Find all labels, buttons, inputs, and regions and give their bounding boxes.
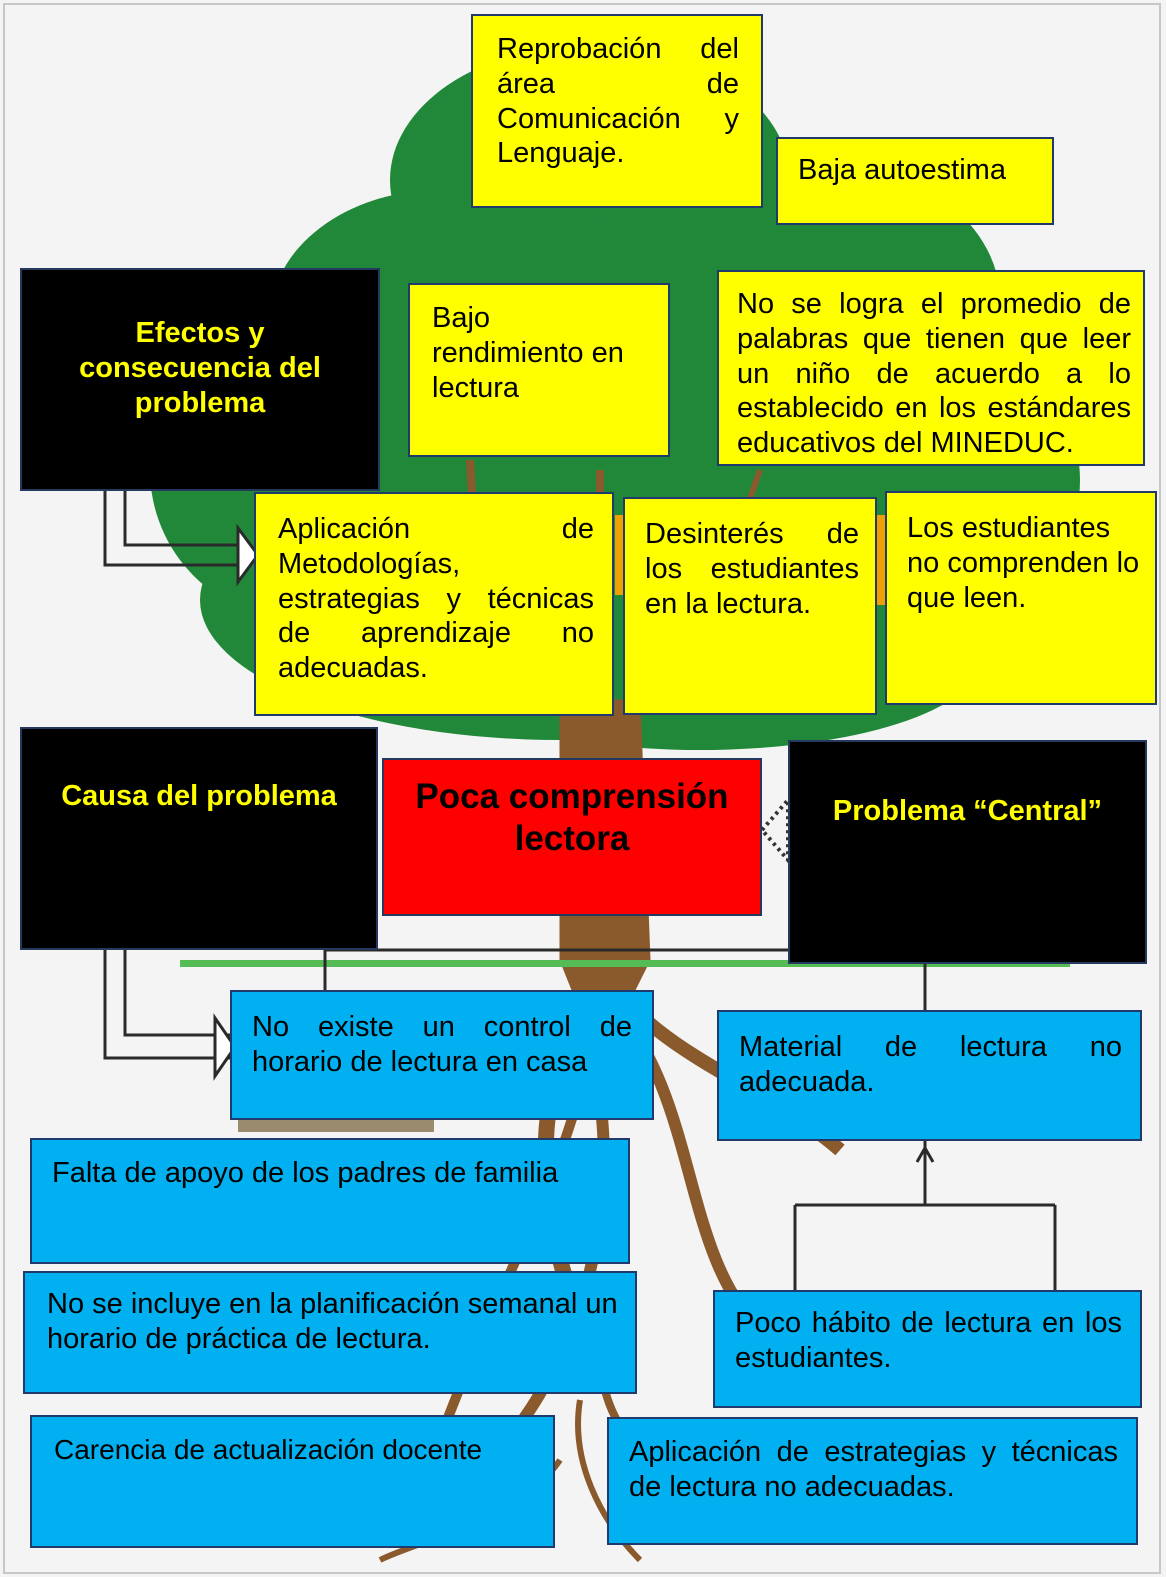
root-box-material: Material de lectura no adecuada. bbox=[717, 1010, 1142, 1141]
root-box-habito: Poco hábito de lectura en los estudiante… bbox=[713, 1290, 1142, 1408]
shadow-bar bbox=[238, 1118, 434, 1132]
cause-box-metodologias: Aplicación de Metodologías, estrategias … bbox=[254, 492, 614, 716]
label-problema-central: Problema “Central” bbox=[788, 740, 1147, 964]
orange-accent bbox=[615, 515, 624, 595]
root-box-control-horario: No existe un control de horario de lectu… bbox=[230, 990, 654, 1120]
root-box-actualizacion: Carencia de actualización docente bbox=[30, 1415, 555, 1548]
effect-box-autoestima: Baja autoestima bbox=[776, 137, 1054, 225]
effect-box-bajo-rendimiento: Bajo rendimiento en lectura bbox=[408, 283, 670, 457]
central-problem-box: Poca comprensión lectora bbox=[382, 758, 762, 916]
label-efectos: Efectos y consecuencia del problema bbox=[20, 268, 380, 491]
root-box-apoyo-padres: Falta de apoyo de los padres de familia bbox=[30, 1138, 630, 1264]
ground-line bbox=[180, 960, 1070, 967]
effect-box-reprobacion: Reprobación del área de Comunicación y L… bbox=[471, 14, 763, 208]
cause-box-no-comprenden: Los estudiantes no comprenden lo que lee… bbox=[885, 491, 1157, 705]
cause-box-desinteres: Desinterés de los estudiantes en la lect… bbox=[623, 497, 877, 715]
dotted-connector bbox=[759, 794, 790, 866]
arrow-heads bbox=[213, 523, 260, 1081]
effect-box-promedio-palabras: No se logra el promedio de palabras que … bbox=[717, 270, 1145, 466]
orange-accent bbox=[876, 515, 885, 605]
page-frame bbox=[3, 3, 1161, 1574]
label-causa: Causa del problema bbox=[20, 727, 378, 950]
root-box-estrategias-lectura: Aplicación de estrategias y técnicas de … bbox=[607, 1417, 1138, 1545]
root-box-planificacion: No se incluye en la planificación semana… bbox=[23, 1271, 637, 1394]
